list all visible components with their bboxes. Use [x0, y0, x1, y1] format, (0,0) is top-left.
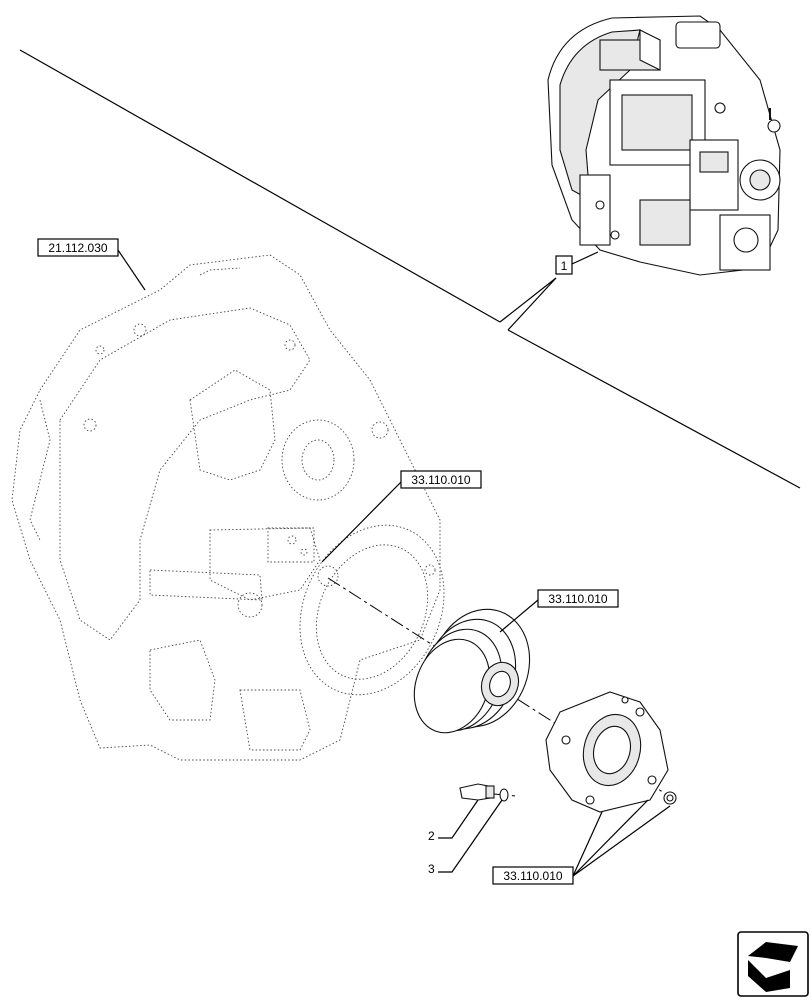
ref-label-cover-leader-c — [572, 805, 671, 877]
transmission-housing — [11, 254, 445, 761]
svg-text:33.110.010: 33.110.010 — [503, 869, 562, 883]
svg-text:33.110.010: 33.110.010 — [548, 592, 607, 606]
callout-3-leader — [438, 799, 503, 873]
ref-label-disc-pack: 33.110.010 — [537, 589, 619, 608]
callout-1-leader-b — [507, 277, 557, 331]
svg-text:21.112.030: 21.112.030 — [48, 241, 107, 255]
forward-arrow-icon[interactable] — [737, 931, 809, 997]
ref-label-cover-leader-b — [572, 799, 649, 877]
separator-line-lower — [507, 329, 801, 489]
svg-text:2: 2 — [428, 829, 435, 843]
end-cover — [545, 691, 669, 813]
svg-text:33.110.010: 33.110.010 — [411, 473, 470, 487]
callout-1: 1 — [555, 255, 573, 275]
ref-label-housing-leader — [117, 249, 146, 291]
disc-pack — [413, 608, 531, 734]
svg-text:3: 3 — [428, 862, 435, 876]
ref-label-cover-leader-a — [572, 811, 603, 877]
ref-label-upper-shaft: 33.110.010 — [400, 470, 482, 489]
callout-3: 3 — [428, 862, 435, 876]
svg-text:1: 1 — [561, 259, 568, 273]
ref-label-housing: 21.112.030 — [37, 238, 119, 257]
ref-label-cover: 33.110.010 — [492, 866, 574, 885]
callout-1-leader — [571, 251, 599, 265]
callout-1-leader-a — [499, 277, 557, 323]
ref-label-disc-pack-leader — [499, 599, 539, 633]
callout-2-leader — [438, 799, 479, 839]
pin-part — [459, 783, 495, 801]
washer-part — [499, 788, 509, 802]
cover-bolt — [663, 791, 677, 805]
separator-line — [19, 49, 501, 323]
ref-label-upper-shaft-leader — [321, 481, 402, 563]
assembly-thumbnail — [547, 15, 781, 276]
callout-2: 2 — [428, 829, 435, 843]
